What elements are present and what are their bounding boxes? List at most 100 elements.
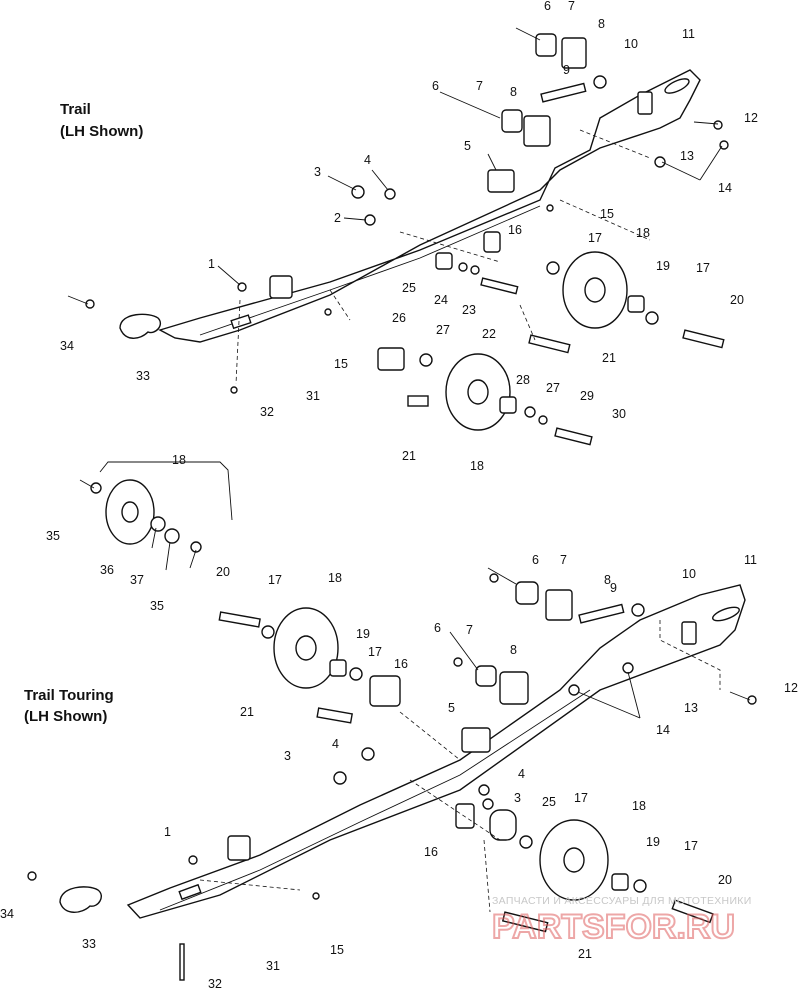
- callout: 9: [563, 63, 570, 77]
- bolt-9: [540, 82, 587, 103]
- bolt-30: [554, 427, 593, 446]
- callout: 23: [462, 303, 476, 317]
- callout: 25: [402, 281, 416, 295]
- callout: 33: [136, 369, 150, 383]
- callouts-touring: 18 35 36 37 35 6 7 8 10 11 20 17 18 9 19…: [0, 453, 798, 990]
- bracket-16b: [455, 803, 475, 829]
- callout: 14: [656, 723, 670, 737]
- callout: 1: [208, 257, 215, 271]
- callout: 18: [470, 459, 484, 473]
- callout: 33: [82, 937, 96, 951]
- callout: 8: [598, 17, 605, 31]
- bracket-8b: [523, 115, 551, 147]
- slide-rail-touring: [126, 584, 746, 919]
- bolt-20: [682, 329, 725, 349]
- callout: 17: [574, 791, 588, 805]
- callout: 3: [314, 165, 321, 179]
- trail-subtitle: (LH Shown): [60, 123, 143, 140]
- callout: 15: [330, 943, 344, 957]
- block-31: [269, 275, 293, 299]
- callout: 18: [632, 799, 646, 813]
- callout: 29: [580, 389, 594, 403]
- callout: 18: [172, 453, 186, 467]
- plate-13: [637, 91, 653, 115]
- callout: 25: [542, 795, 556, 809]
- callout: 2: [334, 211, 341, 225]
- callout: 6: [434, 621, 441, 635]
- callout: 17: [588, 231, 602, 245]
- spacer-7b: [501, 109, 523, 133]
- bracket-26: [377, 347, 405, 371]
- callout: 19: [356, 627, 370, 641]
- callout: 21: [240, 705, 254, 719]
- callout: 8: [604, 573, 611, 587]
- bracket-16a: [369, 675, 401, 707]
- callout: 21: [602, 351, 616, 365]
- callout: 24: [434, 293, 448, 307]
- callout: 37: [130, 573, 144, 587]
- callouts-trail: 6 7 8 10 11 9 7 6 8 12 13 14 5 3 4 15 2 …: [60, 0, 758, 473]
- callout: 36: [100, 563, 114, 577]
- callout: 6: [532, 553, 539, 567]
- callout: 7: [466, 623, 473, 637]
- bolt-21: [528, 334, 571, 354]
- callout: 3: [514, 791, 521, 805]
- callout: 13: [680, 149, 694, 163]
- spacer-25b: [489, 809, 517, 841]
- callout: 35: [46, 529, 60, 543]
- bracket-16: [483, 231, 501, 253]
- callout: 7: [568, 0, 575, 13]
- trail-assembly: Trail (LH Shown): [60, 27, 729, 446]
- callout: 4: [364, 153, 371, 167]
- callout: 15: [334, 357, 348, 371]
- trail-title: Trail: [60, 101, 91, 118]
- callout: 16: [508, 223, 522, 237]
- kit-bracket: [99, 461, 233, 521]
- callout: 28: [516, 373, 530, 387]
- callout: 3: [284, 749, 291, 763]
- spacer-28: [499, 396, 517, 414]
- callout: 5: [448, 701, 455, 715]
- callout: 8: [510, 85, 517, 99]
- callout: 17: [268, 573, 282, 587]
- callout: 10: [682, 567, 696, 581]
- callout: 15: [600, 207, 614, 221]
- callout: 32: [260, 405, 274, 419]
- callout: 17: [368, 645, 382, 659]
- callout: 6: [544, 0, 551, 13]
- trail-touring-assembly: Trail Touring (LH Shown): [24, 461, 757, 981]
- callout: 34: [60, 339, 74, 353]
- rail-tip-33b: [59, 886, 102, 913]
- callout: 20: [718, 873, 732, 887]
- callout: 16: [394, 657, 408, 671]
- callout: 21: [402, 449, 416, 463]
- callout: 12: [784, 681, 798, 695]
- callout: 30: [612, 407, 626, 421]
- callout: 4: [518, 767, 525, 781]
- callout: 17: [684, 839, 698, 853]
- callout: 32: [208, 977, 222, 990]
- callout: 27: [546, 381, 560, 395]
- callout: 19: [656, 259, 670, 273]
- bolt-21b: [407, 395, 429, 407]
- spacer-7a: [535, 33, 557, 57]
- watermark: ЗАПЧАСТИ И АКСЕССУАРЫ ДЛЯ МОТОТЕХНИКИ PA…: [491, 895, 751, 947]
- callout: 4: [332, 737, 339, 751]
- callout: 12: [744, 111, 758, 125]
- callout: 26: [392, 311, 406, 325]
- callout: 5: [464, 139, 471, 153]
- callout: 8: [510, 643, 517, 657]
- rail-tip-33: [119, 313, 162, 339]
- watermark-logo: PARTSFOR.RU: [492, 908, 735, 946]
- callout: 17: [696, 261, 710, 275]
- callout: 14: [718, 181, 732, 195]
- callout: 31: [306, 389, 320, 403]
- callout: 11: [744, 553, 757, 567]
- callout: 13: [684, 701, 698, 715]
- callout: 6: [432, 79, 439, 93]
- callout: 9: [610, 581, 617, 595]
- callout: 20: [216, 565, 230, 579]
- callout: 19: [646, 835, 660, 849]
- spacer-25: [435, 252, 453, 270]
